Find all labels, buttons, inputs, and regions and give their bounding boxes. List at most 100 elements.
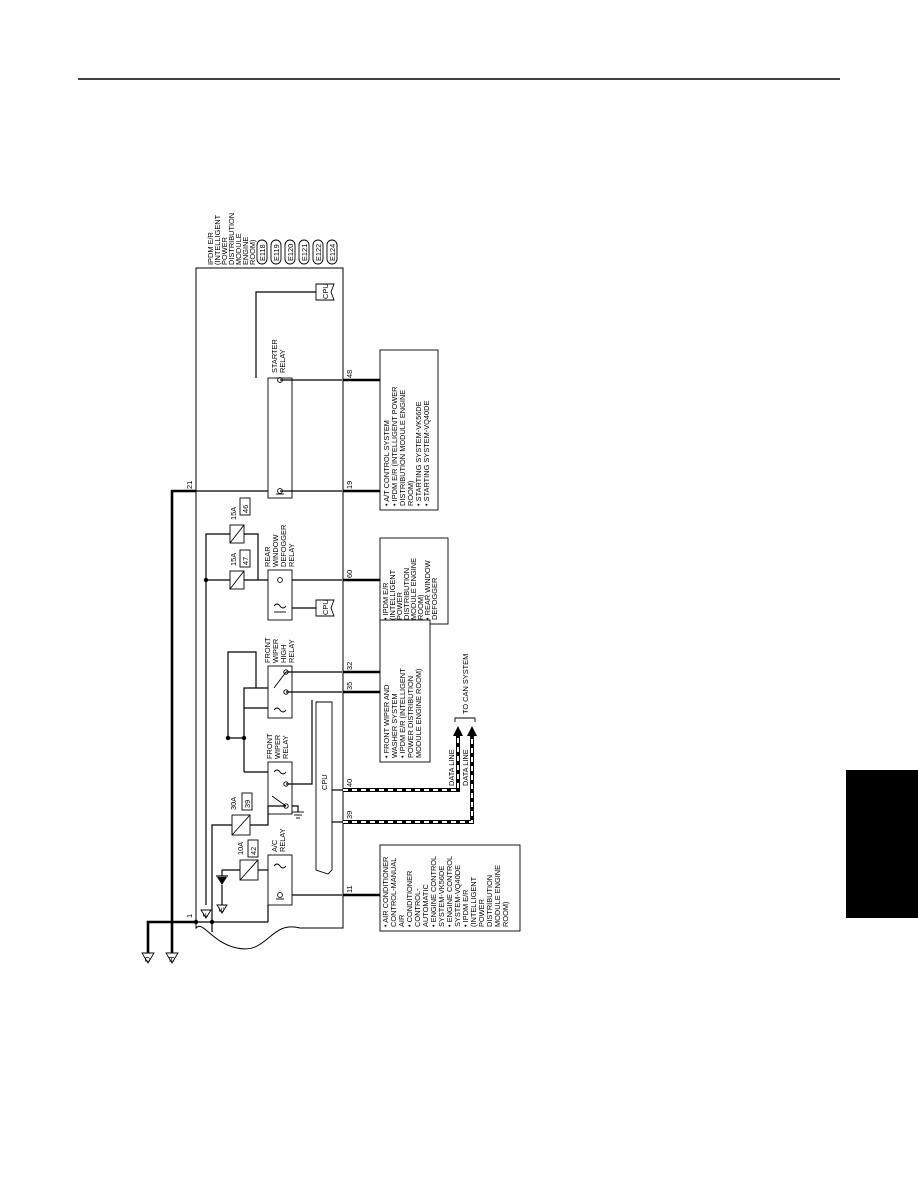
cpu-label-starter: CPU (321, 283, 330, 299)
ground-label-E: E (217, 907, 226, 912)
defogger-relay-label-0: REAR (263, 546, 272, 567)
ref-starter-line: • A/T CONTROL SYSTEM (382, 420, 391, 506)
ref-starter-line: DISTRIBUTION MODULE ENGINE (398, 390, 407, 506)
defogger-relay-label-3: RELAY (287, 543, 296, 567)
ref-box-starter-text: • A/T CONTROL SYSTEM • IPDM E/R (INTELLI… (382, 387, 431, 506)
ref-wiper-line: • IPDM E/R (INTELLIGENT (398, 668, 407, 758)
wiper-high-label-0: FRONT (263, 637, 272, 663)
ref-box-wiper (379, 619, 431, 763)
ipdm-title-line-3: DISTRIBUTION (227, 213, 236, 265)
starter-relay-label-0: STARTER (270, 339, 279, 373)
ipdm-title-line-5: ENGINE (241, 237, 250, 265)
ref-ac-line: (INTELLIGENT (469, 876, 478, 927)
ref-ac-line: • IPDM E/R (461, 890, 470, 928)
ac-relay: A/C RELAY (267, 828, 293, 906)
ref-wiper-line: POWER DISTRIBUTION (406, 676, 415, 758)
connector-pill: E122 (312, 239, 324, 265)
wire-fuse46-out (244, 533, 259, 580)
ref-wiper-line: MODULE ENGINE ROOM) (414, 668, 423, 758)
fuse-47: 15A 47 (229, 549, 251, 590)
data-line-39-dash (343, 732, 473, 823)
ground-label-F: F (201, 912, 210, 917)
wire-21 (170, 489, 196, 953)
ipdm-title: IPDM E/R (INTELLIGENT POWER DISTRIBUTION… (206, 213, 257, 265)
data-line-label: DATA LINE (447, 749, 456, 786)
ref-ac-line: • ENGINE CONTROL (445, 856, 454, 927)
ipdm-outline (195, 267, 344, 950)
ref-ac-line: • ENGINE CONTROL (429, 856, 438, 927)
defogger-relay-label-1: WINDOW (271, 535, 280, 567)
pin-1: 1 (185, 914, 194, 918)
ref-ac-line: ROOM) (501, 902, 510, 927)
connector-pill: E120 (284, 239, 296, 265)
cpu-block-main (315, 701, 333, 875)
ref-wiper-line: • FRONT WIPER AND (382, 685, 391, 759)
fuse-47-num: 47 (241, 557, 250, 565)
pin-35: 35 (345, 682, 354, 690)
ref-box-defog (379, 537, 449, 625)
data-line-label: DATA LINE (461, 749, 470, 786)
connector-pill: E124 (326, 239, 338, 265)
ref-ac-line: • CONDITIONER (405, 871, 414, 927)
fuse-42: 10A 42 (236, 839, 259, 881)
ref-starter-line: • IPDM E/R (INTELLIGENT POWER (390, 387, 399, 506)
junction-dot (209, 919, 215, 925)
cpu-block-starter (315, 283, 335, 301)
fuse-39: 30A 39 (229, 792, 253, 836)
wire-wiper-high-coil (228, 707, 268, 739)
ipdm-title-line-4: MODULE (234, 233, 243, 265)
arrow-data-39 (467, 726, 477, 736)
ref-ac-line: DISTRIBUTION (485, 875, 494, 927)
can-system-label: TO CAN SYSTEM (461, 654, 470, 714)
ref-ac-line: SYSTEM-VQ40DE (453, 865, 462, 927)
wiper-high-label-2: HIGH (279, 645, 288, 663)
ground-label-H: H (167, 957, 176, 962)
pin-19: 19 (345, 481, 354, 489)
starter-cpu-wire (255, 291, 316, 378)
pin-48: 48 (345, 370, 354, 378)
wire-fuse39-out (250, 805, 286, 826)
pin-21: 21 (185, 481, 194, 489)
rear-defogger-relay: REAR WINDOW DEFOGGER RELAY (263, 525, 296, 621)
ref-ac-line: POWER (477, 899, 486, 927)
ref-defog-line: ROOM) (416, 595, 425, 620)
front-wiper-relay: FRONT WIPER RELAY (265, 733, 293, 815)
wiper-high-label-1: WIPER (271, 639, 280, 663)
connector-pill: E118 (256, 239, 268, 265)
starter-relay: STARTER RELAY (267, 339, 293, 499)
cpu-block-defogger (315, 599, 335, 617)
starter-relay-label-1: RELAY (278, 349, 287, 373)
wire-fuse46-feed (205, 533, 230, 580)
connector-label: E122 (314, 244, 323, 261)
fuse-46-num: 46 (241, 505, 250, 513)
ref-ac-line: AUTOMATIC (421, 883, 430, 927)
connector-pill: E121 (298, 239, 310, 265)
ipdm-title-line-6: ROOM) (248, 240, 257, 265)
ground-tri-E: E (216, 904, 228, 914)
wiper-high-label-3: RELAY (287, 639, 296, 663)
wire-wiper-feed (227, 651, 257, 738)
fuse-39-amp: 30A (229, 797, 238, 810)
wiper-relay-label-2: RELAY (281, 735, 290, 759)
fuse-42-amp: 10A (236, 842, 245, 855)
ref-defog-line: DEFOGGER (430, 578, 439, 620)
pin-39: 39 (345, 811, 354, 819)
wire-fuse39-feed (211, 824, 232, 932)
fuse-47-amp: 15A (229, 553, 238, 566)
connector-label: E119 (272, 244, 281, 261)
defogger-relay-label-2: DEFOGGER (279, 525, 288, 567)
ref-box-starter (379, 349, 439, 511)
ac-relay-label-0: A/C (270, 839, 279, 852)
connector-label: E118 (258, 244, 267, 261)
wire-wiper-high-common (243, 687, 268, 708)
ref-starter-line: • STARTING SYSTEM-VK56DE (414, 401, 423, 506)
connector-list: E118 E119 E120 E121 E122 E124 (256, 239, 338, 265)
ref-ac-line: MODULE ENGINE (493, 865, 502, 927)
wire-1 (146, 920, 196, 953)
ipdm-title-line-0: IPDM E/R (206, 232, 215, 265)
pin-60: 60 (345, 570, 354, 578)
ref-defog-line: • IPDM E/R (381, 583, 390, 621)
ref-ac-line: CONTROL- (413, 888, 422, 927)
ref-box-ac-text: • AIR CONDITIONER CONTROL-MANUAL AIR • C… (381, 856, 510, 927)
